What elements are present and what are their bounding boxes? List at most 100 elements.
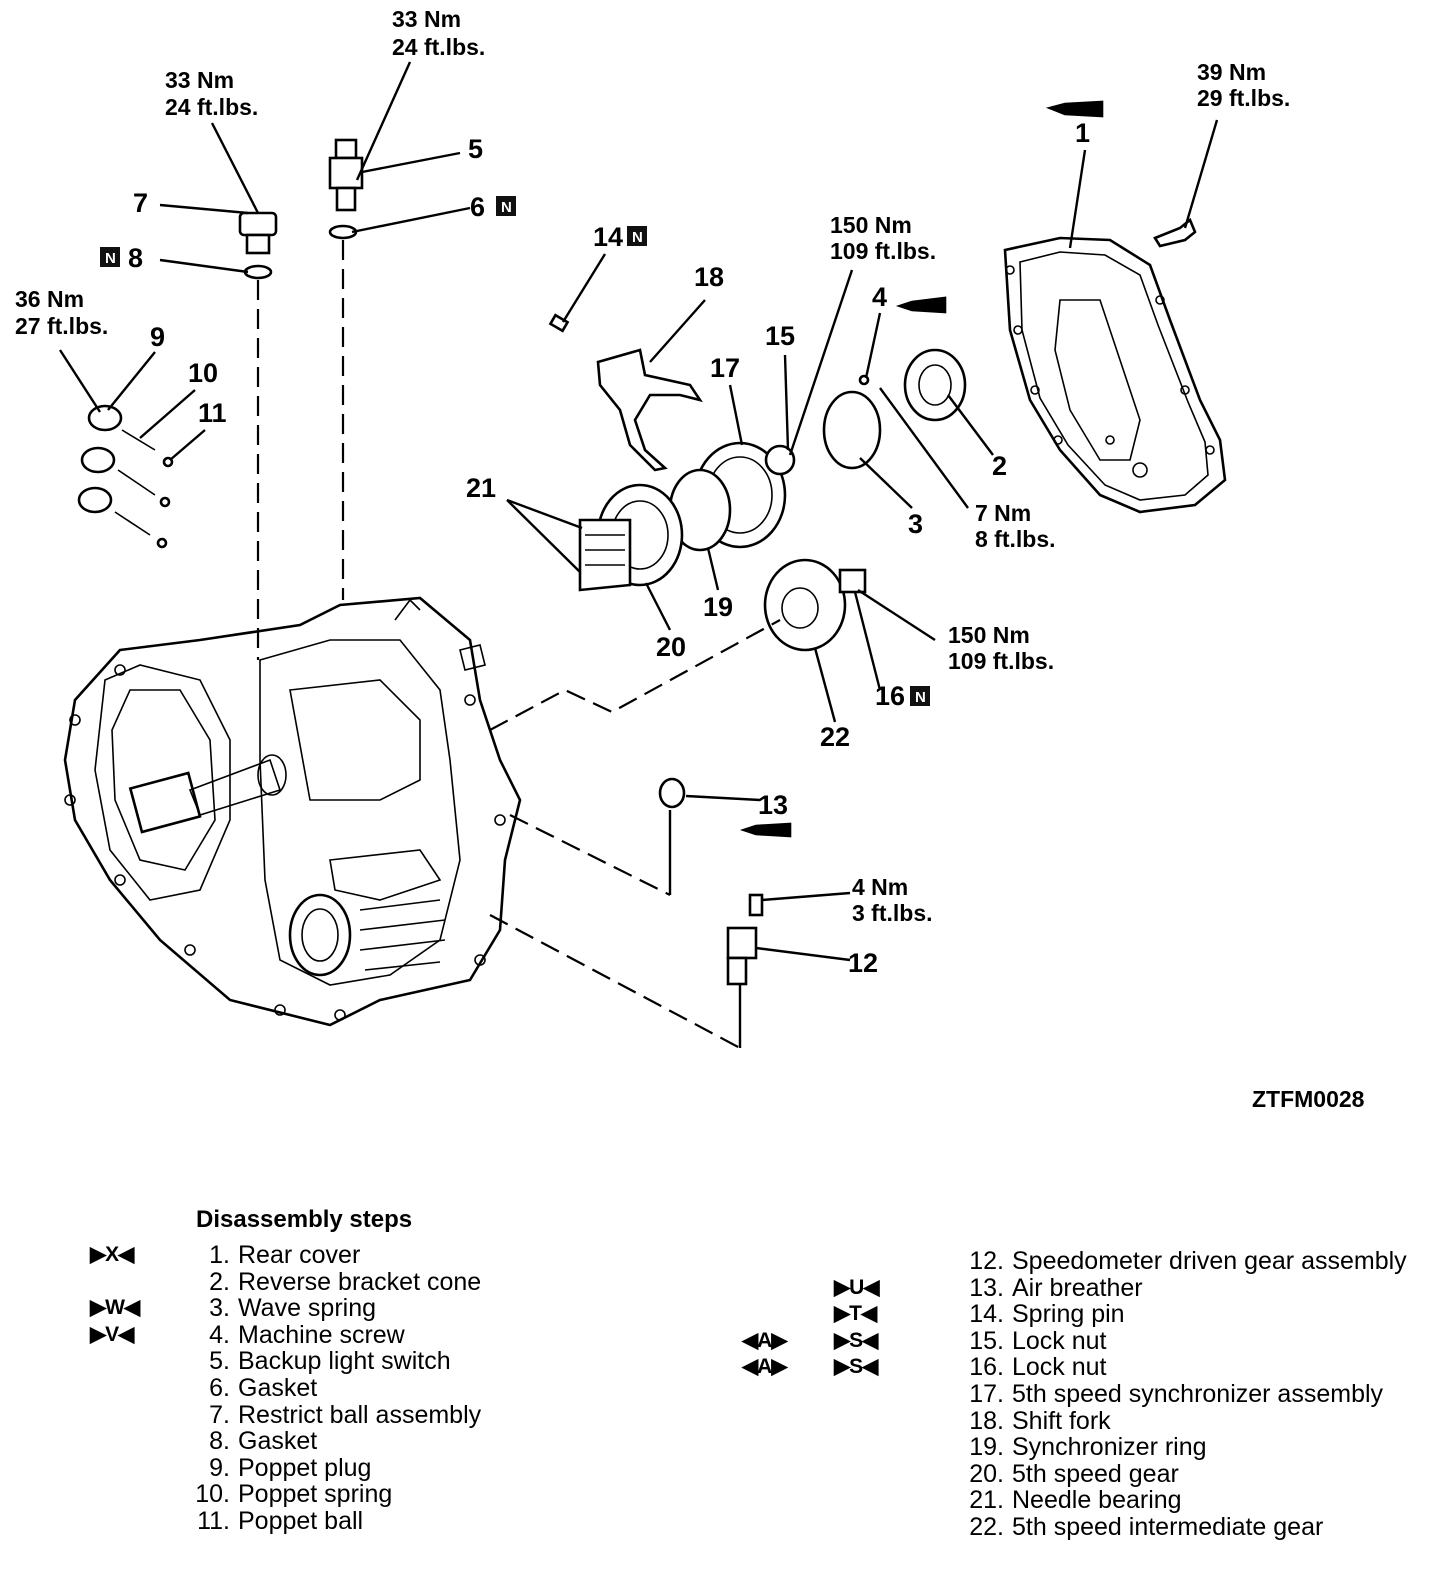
legend-item: 9. Poppet plug [90, 1455, 481, 1482]
legend-item: ◀A▶▶S◀16.Lock nut [742, 1354, 1407, 1381]
step-label: Shift fork [1012, 1406, 1111, 1435]
transmission-case [63, 596, 522, 1027]
legend-item: 22. 5th speed intermediate gear [742, 1514, 1407, 1541]
callout-21: 21 [466, 473, 496, 503]
step-label: Reverse bracket cone [238, 1267, 482, 1296]
step-number: 21. [969, 1486, 1004, 1515]
part-number-callouts: 1 2 3 4 5 6 7 8 9 10 11 12 13 14 15 16 1… [128, 118, 1090, 978]
step-number: 9. [209, 1453, 230, 1482]
step-label: Lock nut [1012, 1326, 1107, 1355]
step-number: 7. [209, 1400, 230, 1429]
step-label: Poppet plug [238, 1453, 372, 1482]
step-number: 5. [209, 1347, 230, 1376]
procedure-mark: ▶W◀ [90, 1296, 140, 1320]
step-label: Spring pin [1012, 1300, 1125, 1329]
step-number: 1. [209, 1241, 230, 1269]
callout-2: 2 [992, 451, 1007, 481]
legend-item: ◀A▶▶S◀15.Lock nut [742, 1328, 1407, 1355]
step-number: 14. [969, 1300, 1004, 1329]
callout-16: 16 [875, 681, 905, 711]
step-label: Poppet spring [238, 1480, 393, 1509]
torque-7-ftlbs: 24 ft.lbs. [165, 94, 258, 120]
step-label: Speedometer driven gear assembly [1012, 1247, 1407, 1275]
callout-10: 10 [188, 358, 218, 388]
step-number: 12. [969, 1247, 1004, 1275]
poppet-plugs-parts [77, 404, 174, 549]
callout-1: 1 [1075, 118, 1090, 148]
svg-text:N: N [915, 689, 926, 706]
legend-item: 21. Needle bearing [742, 1487, 1407, 1514]
step-number: 11. [197, 1506, 230, 1535]
step-number: 19. [969, 1433, 1004, 1462]
step-label: Backup light switch [238, 1347, 451, 1376]
legend-item: 10.Poppet spring [90, 1481, 481, 1508]
step-label: Wave spring [238, 1294, 377, 1323]
step-label: Rear cover [238, 1241, 361, 1269]
step-number: 16. [969, 1353, 1004, 1382]
torque-9-nm: 36 Nm [15, 286, 84, 312]
step-number: 17. [969, 1379, 1004, 1408]
legend-item: 11.Poppet ball [90, 1508, 481, 1535]
rear-cover-part [1003, 236, 1227, 514]
callout-18: 18 [694, 262, 724, 292]
procedure-mark: ▶S◀ [834, 1355, 878, 1379]
step-label: 5th speed intermediate gear [1012, 1512, 1324, 1541]
step-number: 4. [209, 1320, 230, 1349]
step-number: 3. [209, 1294, 230, 1323]
callout-19: 19 [703, 592, 733, 622]
torque-4-nm: 7 Nm [975, 500, 1031, 526]
legend-item: 18. Shift fork [742, 1406, 1407, 1435]
step-label: Restrict ball assembly [238, 1400, 482, 1429]
step-number: 6. [209, 1373, 230, 1402]
n-marker-16: N [910, 686, 930, 706]
gear-assembly-parts [548, 313, 967, 986]
callout-20: 20 [656, 632, 686, 662]
legend-item: 20.5th speed gear [742, 1461, 1407, 1488]
legend-item: 2.Reverse bracket cone [90, 1267, 482, 1296]
step-number: 22. [969, 1512, 1004, 1541]
step-label: Needle bearing [1012, 1486, 1182, 1515]
legend-right-column: 12.Speedometer driven gear assembly▶U◀13… [742, 1248, 1407, 1541]
assembly-mark: ◀A▶ [742, 1355, 787, 1379]
step-label: Air breather [1012, 1273, 1143, 1302]
callout-9: 9 [150, 322, 165, 352]
drawing-code: ZTFM0028 [1252, 1086, 1365, 1112]
restrict-ball-assembly-part [238, 211, 278, 280]
callout-15: 15 [765, 321, 795, 351]
legend-item: ▶U◀13.Air breather [742, 1273, 1407, 1302]
step-label: Gasket [238, 1373, 318, 1402]
n-marker-14: N [627, 226, 647, 246]
n-marker-8: N [100, 247, 120, 267]
leader-lines [58, 61, 1219, 1049]
step-number: 13. [969, 1273, 1004, 1302]
step-number: 8. [209, 1427, 230, 1456]
torque-15-nm: 150 Nm [830, 212, 912, 238]
svg-text:N: N [105, 250, 116, 267]
step-label: 5th speed gear [1012, 1459, 1179, 1488]
torque-5-ftlbs: 24 ft.lbs. [392, 34, 485, 60]
torque-12-nm: 4 Nm [852, 874, 908, 900]
torque-5-nm: 33 Nm [392, 6, 461, 32]
step-number: 18. [969, 1406, 1004, 1435]
legend-item: ▶T◀14.Spring pin [742, 1301, 1407, 1328]
torque-12-ftlbs: 3 ft.lbs. [852, 900, 933, 926]
torque-7-nm: 33 Nm [165, 67, 234, 93]
step-label: 5th speed synchronizer assembly [1012, 1379, 1384, 1408]
callout-7: 7 [133, 188, 148, 218]
assembly-mark: ◀A▶ [742, 1328, 787, 1352]
torque-1-ftlbs: 29 ft.lbs. [1197, 85, 1290, 111]
procedure-mark: ▶V◀ [90, 1322, 134, 1346]
legend-item: 8.Gasket [90, 1428, 481, 1455]
step-label: Synchronizer ring [1012, 1433, 1207, 1462]
callout-11: 11 [198, 398, 227, 428]
procedure-mark: ▶X◀ [90, 1243, 134, 1266]
svg-text:N: N [501, 199, 512, 216]
torque-15-ftlbs: 109 ft.lbs. [830, 238, 936, 264]
callout-4: 4 [872, 282, 887, 312]
legend-item: 19. Synchronizer ring [742, 1434, 1407, 1461]
legend-item: 7. Restrict ball assembly [90, 1400, 482, 1429]
callout-22: 22 [820, 722, 850, 752]
